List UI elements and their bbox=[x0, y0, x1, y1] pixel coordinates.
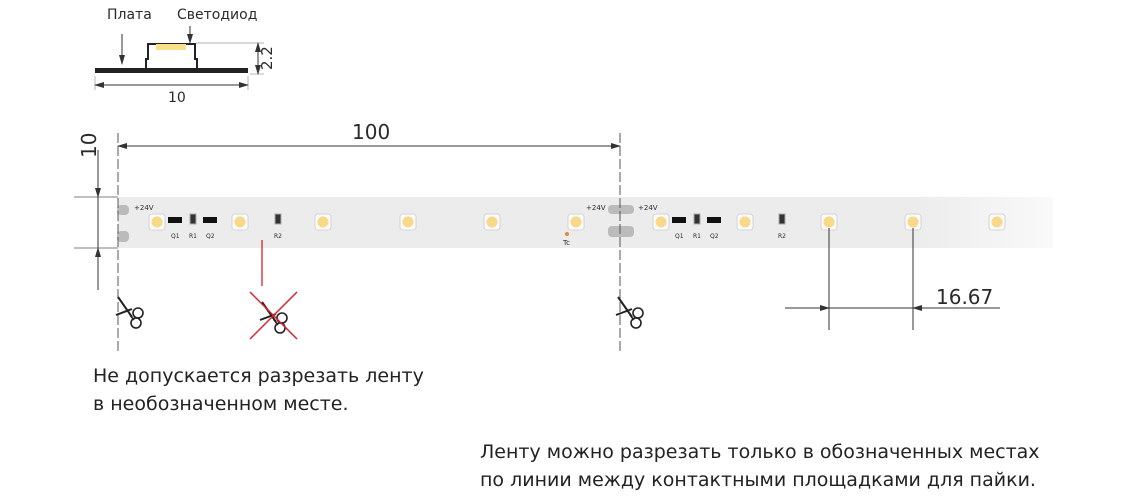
led-pitch-value: 16.67 bbox=[936, 285, 993, 309]
width-dimension: 10 bbox=[168, 90, 186, 106]
component-label: Q1 bbox=[675, 233, 684, 240]
component-label: R1 bbox=[693, 233, 701, 240]
led bbox=[231, 213, 249, 231]
led bbox=[988, 213, 1006, 231]
led bbox=[820, 213, 838, 231]
solder-pad bbox=[608, 226, 634, 237]
tc-label: Tc bbox=[562, 239, 570, 247]
note-line: Не допускается разрезать ленту bbox=[93, 365, 424, 387]
component-q1: Q1 bbox=[672, 217, 686, 240]
solder-pad bbox=[608, 205, 634, 214]
led bbox=[148, 213, 166, 231]
component-r1: R1 bbox=[189, 213, 197, 240]
component-label: R2 bbox=[778, 233, 786, 240]
component-r2: R2 bbox=[274, 213, 282, 240]
forbidden-cut-note: Не допускается разрезать ленту в необозн… bbox=[93, 362, 424, 418]
cross-section: Плата Светодиод 2.2 10 bbox=[94, 7, 276, 106]
component-q2: Q2 bbox=[707, 217, 721, 240]
allowed-cut-note: Ленту можно разрезать только в обозначен… bbox=[480, 438, 1040, 494]
height-dimension: 2.2 bbox=[258, 46, 276, 70]
note-line: в необозначенном месте. bbox=[93, 393, 349, 415]
led bbox=[567, 213, 585, 231]
led-chip bbox=[156, 44, 186, 50]
board-label: Плата bbox=[107, 7, 152, 23]
component-r1: R1 bbox=[693, 213, 701, 240]
voltage-label: +24V bbox=[638, 204, 658, 212]
led bbox=[652, 213, 670, 231]
voltage-label: +24V bbox=[586, 204, 606, 212]
led bbox=[314, 213, 332, 231]
component-label: Q2 bbox=[206, 233, 215, 240]
led bbox=[483, 213, 501, 231]
board-profile bbox=[95, 68, 248, 73]
note-line: Ленту можно разрезать только в обозначен… bbox=[480, 441, 1040, 463]
led-label: Светодиод bbox=[177, 7, 257, 23]
led bbox=[736, 213, 754, 231]
component-q1: Q1 bbox=[168, 217, 182, 240]
component-label: R2 bbox=[274, 233, 282, 240]
strip-width-dimension: 10 bbox=[74, 133, 118, 290]
component-r2: R2 bbox=[778, 213, 786, 240]
led bbox=[399, 213, 417, 231]
component-q2: Q2 bbox=[203, 217, 217, 240]
led-pitch-dimension: 16.67 bbox=[785, 228, 1000, 330]
voltage-label: +24V bbox=[134, 204, 154, 212]
solder-pad bbox=[117, 205, 129, 215]
note-line: по линии между контактными площадками дл… bbox=[480, 469, 1036, 491]
solder-pad bbox=[117, 231, 129, 242]
scissors-icon bbox=[115, 296, 144, 329]
led bbox=[904, 213, 922, 231]
forbidden-cut-mark bbox=[249, 240, 298, 340]
scissors-icon bbox=[615, 296, 644, 329]
component-label: Q2 bbox=[710, 233, 719, 240]
led-strip: Q1 R1 Q2 R2 Q1 R1 Q2 R2 +24V +24V +24V Tc bbox=[117, 197, 1053, 248]
component-label: R1 bbox=[189, 233, 197, 240]
component-label: Q1 bbox=[171, 233, 180, 240]
length-dimension: 100 bbox=[117, 120, 621, 352]
length-value: 100 bbox=[352, 120, 390, 144]
strip-width-value: 10 bbox=[77, 133, 101, 158]
